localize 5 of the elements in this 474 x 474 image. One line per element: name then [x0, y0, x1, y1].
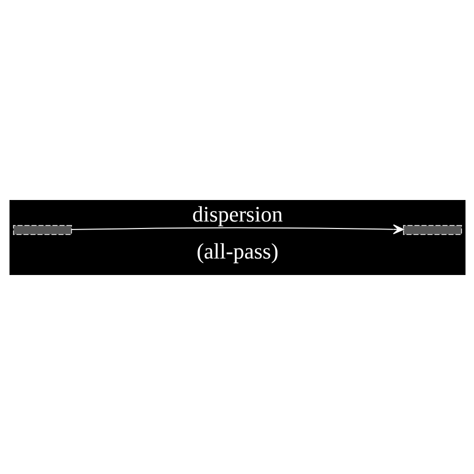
node-wave	[402, 224, 462, 234]
edge-label: dispersion	[192, 201, 282, 226]
node-wave	[12, 224, 72, 234]
arrow	[70, 224, 404, 234]
label: (all-pass)	[196, 238, 278, 264]
